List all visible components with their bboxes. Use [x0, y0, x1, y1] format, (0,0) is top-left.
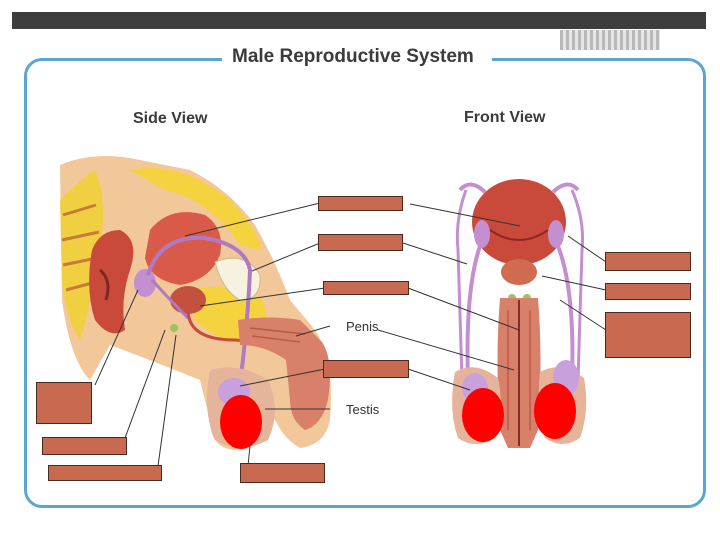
blank-label-box-5 — [605, 252, 691, 271]
testis-marker-front-right — [534, 383, 576, 439]
blank-label-box-1 — [318, 196, 403, 211]
leader-lines — [94, 202, 607, 467]
side-view-heading: Side View — [133, 110, 208, 127]
blank-label-box-6 — [605, 283, 691, 300]
blank-label-box-4 — [323, 360, 409, 378]
blank-label-box-10 — [48, 465, 162, 481]
blank-label-box-11 — [240, 463, 325, 483]
blank-label-box-8 — [36, 382, 92, 424]
blank-label-box-3 — [323, 281, 409, 295]
testis-marker-front-left — [462, 388, 504, 442]
title-background — [222, 44, 492, 72]
decorative-stripes — [560, 30, 660, 50]
label-testis: Testis — [346, 402, 380, 417]
blank-label-box-2 — [318, 234, 403, 251]
side-view-anatomy — [60, 156, 331, 450]
blank-label-box-7 — [605, 312, 691, 358]
diagram-title: Male Reproductive System — [232, 46, 474, 67]
label-penis: Penis — [346, 319, 379, 334]
front-view-heading: Front View — [464, 109, 546, 126]
testis-marker-side — [220, 395, 262, 449]
top-bar — [12, 12, 706, 29]
blank-label-box-9 — [42, 437, 127, 455]
